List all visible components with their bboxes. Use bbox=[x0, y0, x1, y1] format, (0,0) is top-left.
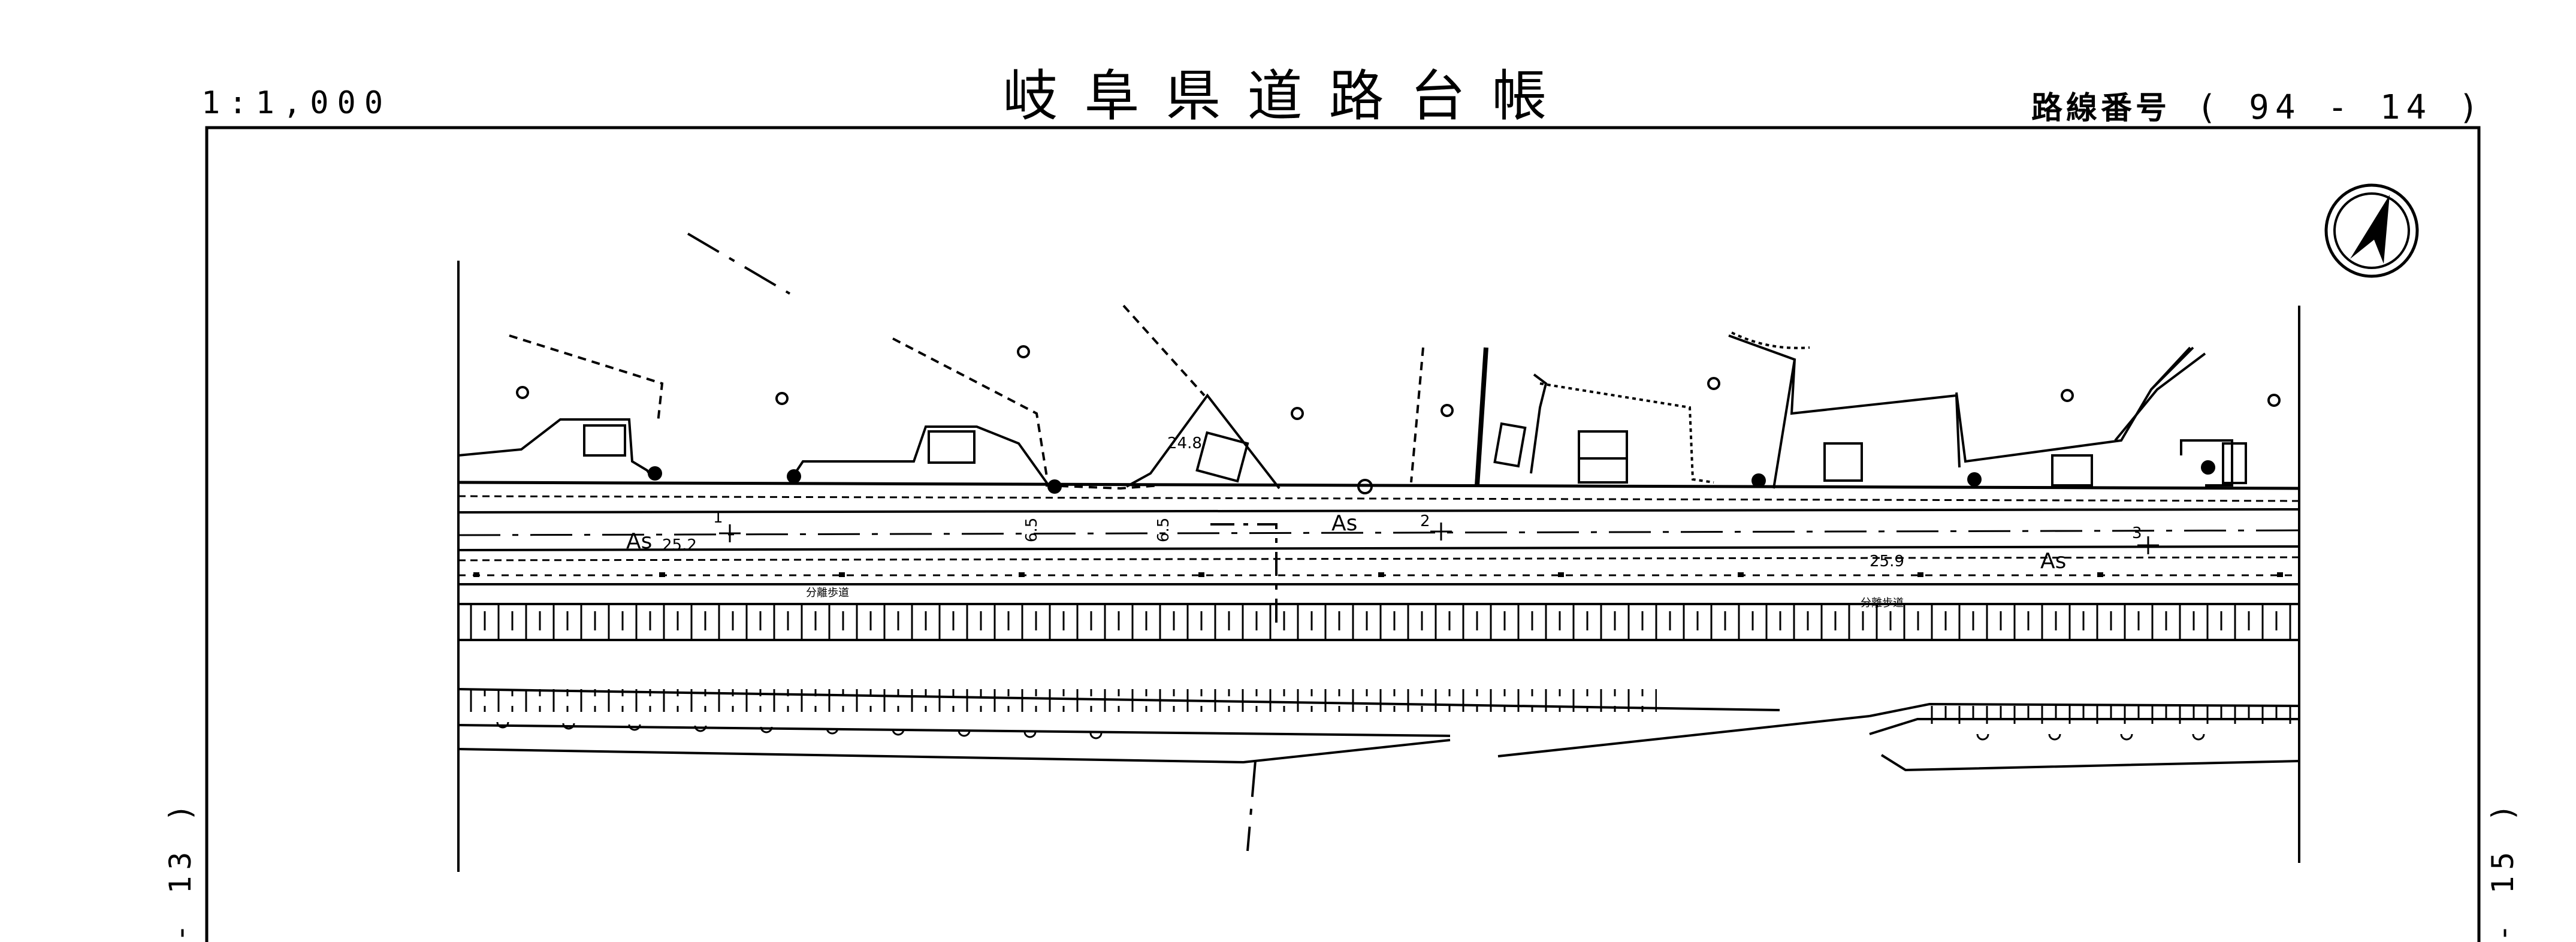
page-title: 岐阜県道路台帳 bbox=[1002, 64, 1574, 128]
station-label-2: 2 bbox=[1420, 512, 1430, 530]
station-label-1: 1 bbox=[713, 509, 723, 527]
curb-hatch-south-left bbox=[458, 689, 1657, 712]
station-label-3: 3 bbox=[2132, 524, 2142, 542]
route-number: 路線番号 ( 94 - 14 ) bbox=[2031, 83, 2485, 128]
width-label-1: 6.5 bbox=[1023, 518, 1041, 542]
map-frame bbox=[205, 126, 2481, 942]
sidewalk-label-2: 分離歩道 bbox=[1861, 597, 1904, 609]
elevation-label-2: 24.8 bbox=[1167, 434, 1202, 452]
curb-hatch-south-right bbox=[1929, 706, 2299, 724]
elevation-label-1: 25.2 bbox=[662, 536, 697, 554]
pavement-label-left: As bbox=[626, 529, 652, 554]
curb-hatch-north bbox=[457, 603, 2300, 641]
width-label-2: 6.5 bbox=[1155, 518, 1173, 542]
scale-label: 1:1,000 bbox=[201, 85, 392, 121]
route-label: 路線番号 bbox=[2031, 90, 2171, 126]
north-arrow-icon bbox=[2324, 183, 2419, 278]
elevation-label-3: 25.9 bbox=[1870, 552, 1904, 570]
route-number-value: ( 94 - 14 ) bbox=[2196, 88, 2485, 127]
gutter-markers bbox=[496, 721, 2205, 741]
tree-markers bbox=[516, 345, 2281, 494]
sidewalk-label-1: 分離歩道 bbox=[806, 587, 849, 599]
pavement-label-mid: As bbox=[1331, 511, 1357, 536]
boundary-lines bbox=[687, 233, 1278, 852]
buildings bbox=[458, 304, 2247, 490]
drain-line bbox=[473, 572, 2283, 577]
station-marks bbox=[719, 523, 2159, 554]
pavement-label-right: As bbox=[2040, 549, 2066, 573]
